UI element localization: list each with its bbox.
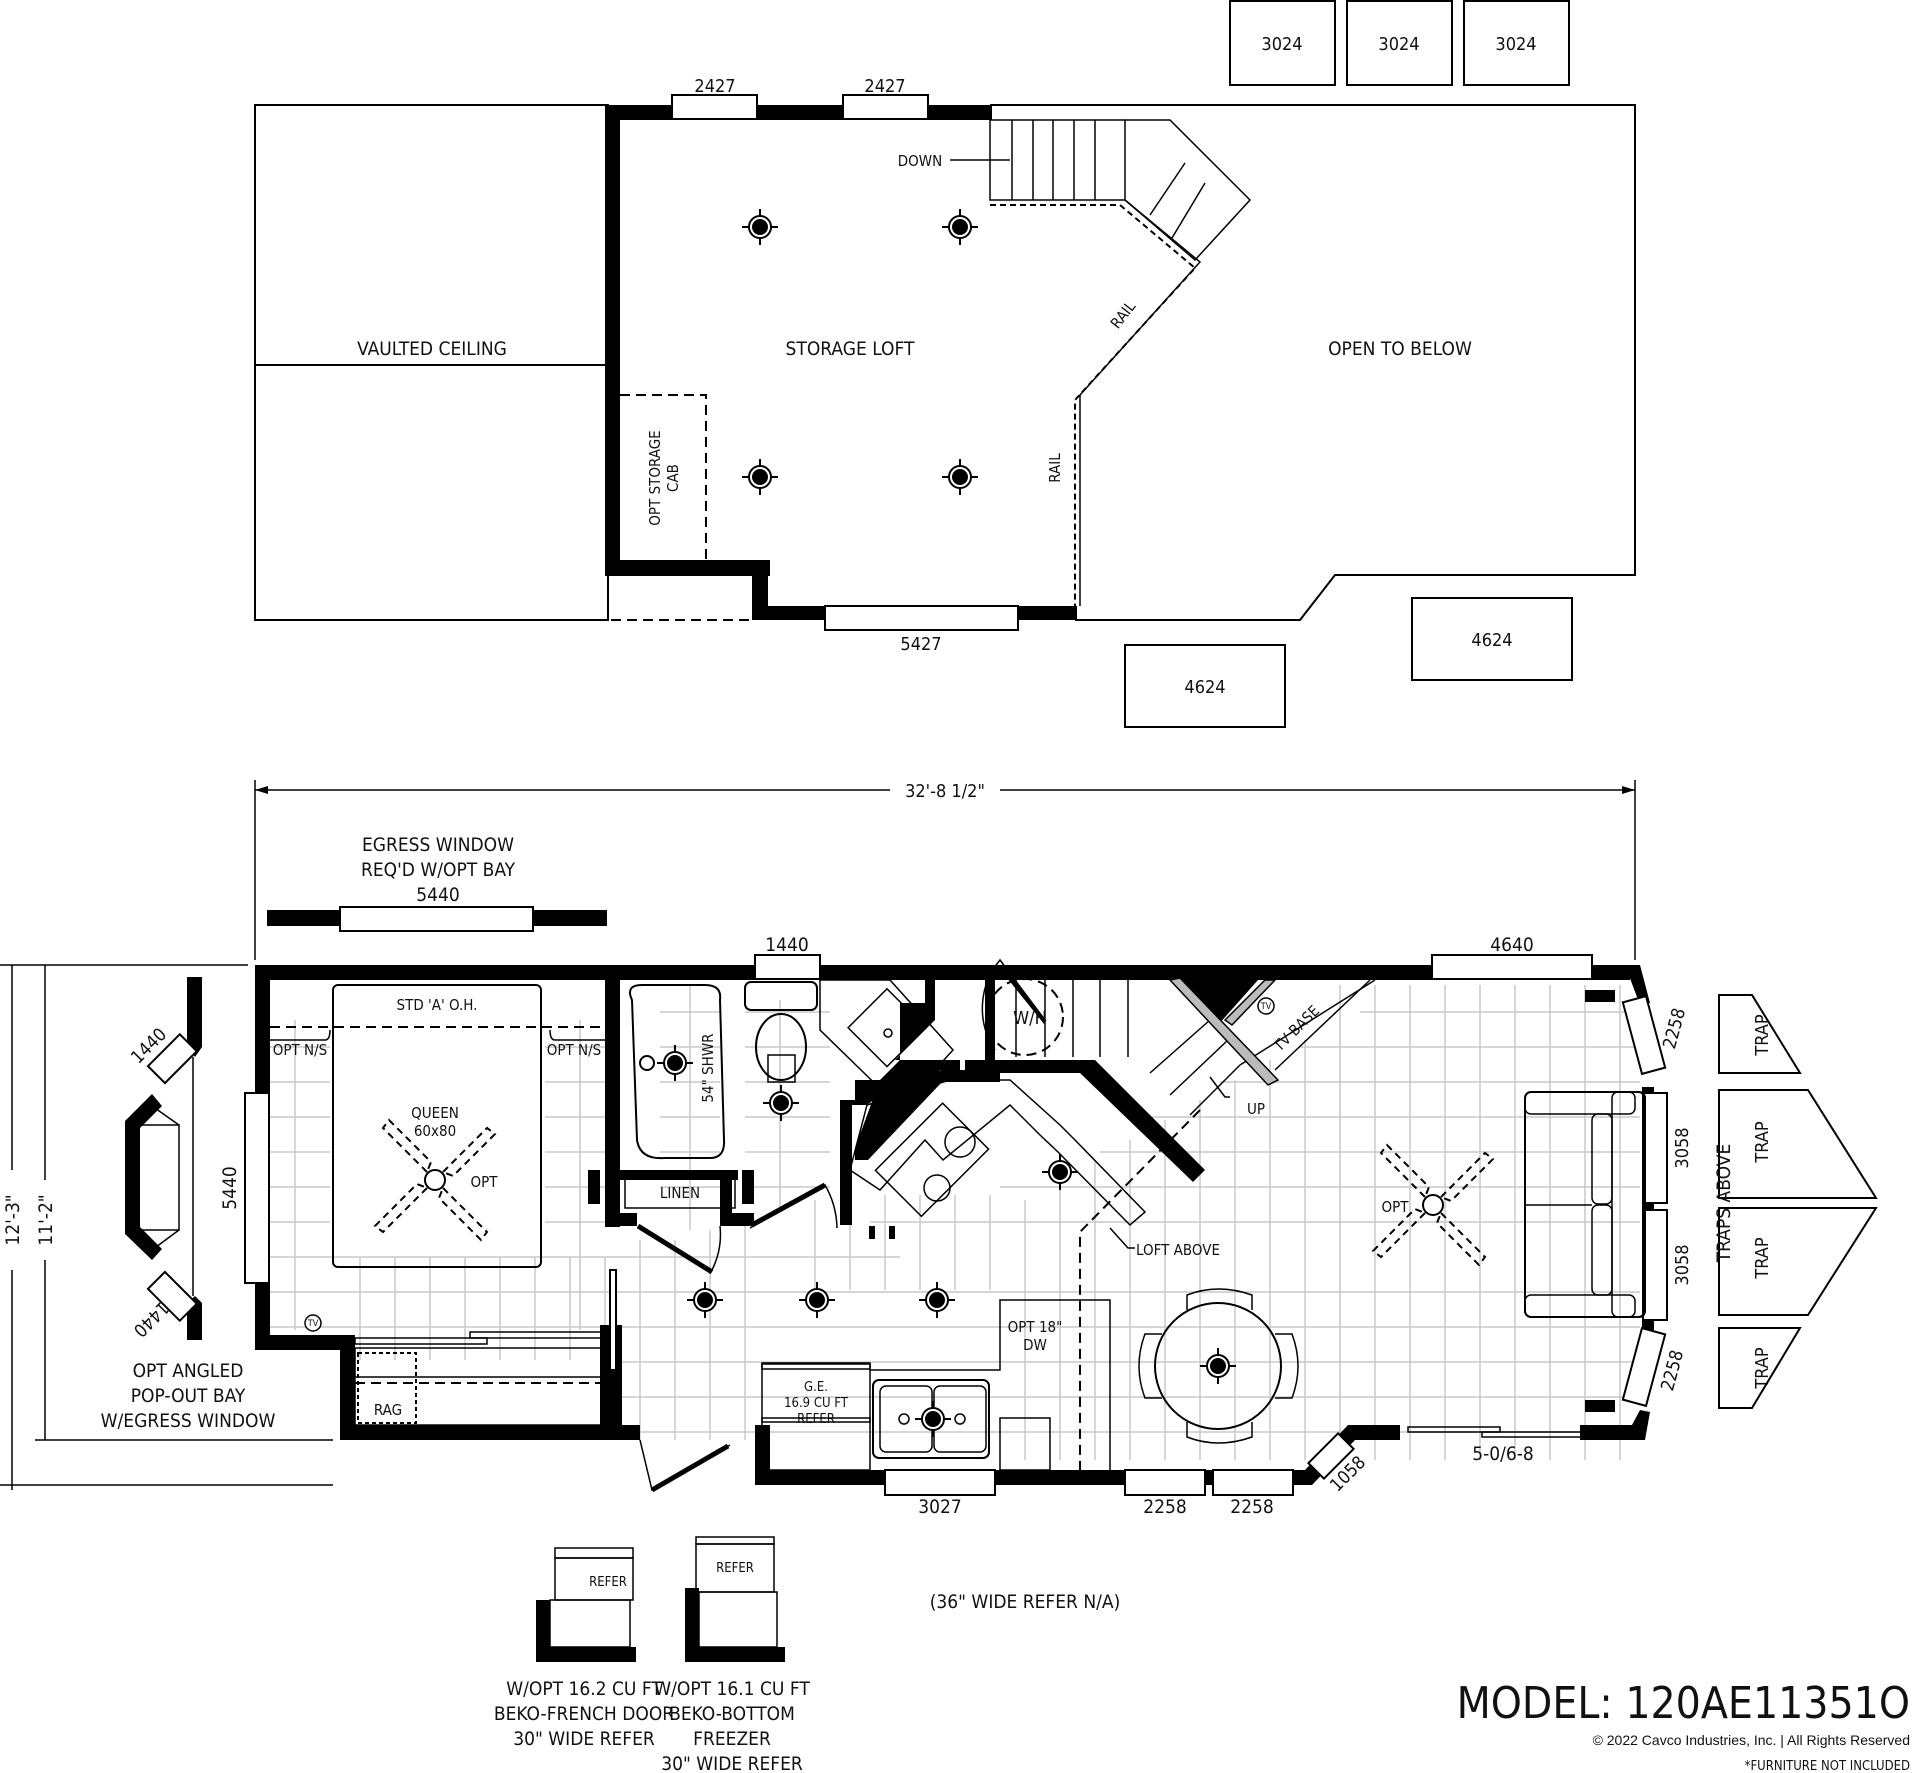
refer-size-label: 16.9 CU FT <box>784 1396 849 1411</box>
copyright-notice: © 2022 Cavco Industries, Inc. | All Righ… <box>1593 1732 1910 1748</box>
dining-window-right-label: 2258 <box>1230 1496 1274 1518</box>
vaulted-ceiling-label: VAULTED CEILING <box>357 338 507 360</box>
overall-width-dimension: 12'-3" <box>2 1194 24 1245</box>
bay-note-line1: OPT ANGLED <box>133 1360 244 1382</box>
storage-loft-label: STORAGE LOFT <box>786 338 915 360</box>
overall-length-dimension: 32'-8 1/2" <box>905 781 985 802</box>
refer-option-2-line1: W/OPT 16.1 CU FT <box>654 1678 810 1700</box>
egress-note-line2: REQ'D W/OPT BAY <box>361 859 516 881</box>
opt-storage-cab-label-2: CAB <box>664 464 682 492</box>
egress-note-window: 5440 <box>416 884 460 906</box>
open-to-below-label: OPEN TO BELOW <box>1328 338 1472 360</box>
living-room: OPT <box>1372 1091 1646 1318</box>
refer-option-box-label: REFER <box>589 1575 627 1590</box>
bay-note-line2: POP-OUT BAY <box>131 1385 246 1407</box>
down-label: DOWN <box>898 152 942 170</box>
refer-option-bottom-freezer: REFER W/OPT 16.1 CU FT BEKO-BOTTOM FREEZ… <box>654 1536 810 1773</box>
loft-window-2427-left: 2427 <box>694 76 735 97</box>
queen-bed-label: QUEEN <box>411 1104 459 1122</box>
tv-outlet-label: TV <box>307 1319 319 1329</box>
refer-option-french-door: REFER W/OPT 16.2 CU FT BEKO-FRENCH DOOR … <box>494 1547 674 1750</box>
trap-label: TRAP <box>1752 1237 1773 1279</box>
trap-label: TRAP <box>1752 1014 1773 1056</box>
refer-option-box-label: REFER <box>716 1561 754 1576</box>
loft-plan: 2427 2427 5427 DOWN RAIL RAIL VAULTED CE… <box>254 76 1636 728</box>
living-fan-opt-label: OPT <box>1382 1198 1410 1216</box>
opt-dishwasher-label-2: DW <box>1023 1336 1047 1354</box>
tv-base-outlet-label: TV <box>1260 1002 1272 1012</box>
furniture-note: *FURNITURE NOT INCLUDED <box>1745 1759 1910 1773</box>
opt-angled-bay: 1440 1440 OPT ANGLED POP-OUT BAY W/EGRES… <box>101 977 276 1432</box>
model-number: MODEL: 120AE11351O <box>1457 1678 1910 1729</box>
interior-width-dimension: 11'-2" <box>35 1194 57 1245</box>
std-a-overhead-label: STD 'A' O.H. <box>397 996 478 1014</box>
refer-option-1-line3: 30" WIDE REFER <box>513 1728 655 1750</box>
water-heater-label: W/H <box>1013 1008 1047 1029</box>
bathroom: 54" SHWR LINEN <box>624 979 955 1209</box>
window-callout-3024: 3024 <box>1378 34 1419 55</box>
bay-window-2258-bottom: 2258 <box>1657 1348 1688 1393</box>
trap-label: TRAP <box>1752 1121 1773 1163</box>
stairs-down: DOWN <box>898 119 1252 606</box>
up-label: UP <box>1247 1100 1265 1118</box>
bay-window-2258-top: 2258 <box>1659 1006 1690 1051</box>
living-window-label: 4640 <box>1490 934 1534 956</box>
window-callout-4624-left: 4624 <box>1184 677 1225 698</box>
floor-tile-grid <box>270 985 1640 1460</box>
opt-nightstand-right-label: OPT N/S <box>547 1041 602 1059</box>
kitchen-window-label: 3027 <box>918 1496 962 1518</box>
kitchen: G.E. 16.9 CU FT REFER OPT 18" DW <box>761 1079 1147 1471</box>
opt-dishwasher-label: OPT 18" <box>1008 1318 1063 1336</box>
refer-label: REFER <box>797 1412 835 1427</box>
loft-window-5427: 5427 <box>900 634 941 655</box>
bedroom-fan-opt-label: OPT <box>471 1173 499 1191</box>
loft-window-callouts-top: 3024 3024 3024 <box>1229 0 1570 86</box>
bay-window-3058-upper: 3058 <box>1672 1127 1693 1168</box>
bay-window-3058-lower: 3058 <box>1672 1244 1693 1285</box>
queen-bed-size-label: 60x80 <box>414 1122 456 1140</box>
linen-label: LINEN <box>660 1184 700 1202</box>
window-callout-4624-right: 4624 <box>1471 630 1512 651</box>
loft-above-label: LOFT ABOVE <box>1136 1241 1220 1259</box>
egress-note-line1: EGRESS WINDOW <box>362 834 514 856</box>
tv-outlet-icon <box>304 1314 322 1332</box>
refer-option-1-line1: W/OPT 16.2 CU FT <box>506 1678 662 1700</box>
refer-brand-label: G.E. <box>804 1380 828 1395</box>
bath-window-label: 1440 <box>765 934 809 956</box>
dining-window-left-label: 2258 <box>1143 1496 1187 1518</box>
traps-above-label: TRAPS ABOVE <box>1713 1144 1735 1264</box>
refer-option-2-line2: BEKO-BOTTOM <box>669 1703 795 1725</box>
utility-stairs: W/H TV TV BASE UP LOFT ABOVE <box>986 977 1376 1475</box>
main-floor-plan: 32'-8 1/2" EGRESS WINDOW REQ'D W/OPT BAY… <box>0 778 1878 1518</box>
traps-above: TRAP TRAP TRAP TRAP TRAPS ABOVE <box>1713 994 1878 1409</box>
rag-label: RAG <box>374 1401 402 1419</box>
dining-table <box>1138 1288 1299 1444</box>
bedroom-window <box>244 1092 270 1284</box>
opt-nightstand-left-label: OPT N/S <box>273 1041 328 1059</box>
patio-door-label: 5-0/6-8 <box>1472 1443 1534 1465</box>
rail-label-diagonal: RAIL <box>1107 297 1140 332</box>
bedroom: STD 'A' O.H. OPT N/S OPT N/S QUEEN 60x80… <box>270 984 622 1426</box>
bedroom-window-label: 5440 <box>219 1166 241 1210</box>
window-callout-3024: 3024 <box>1261 34 1302 55</box>
bay-note-line3: W/EGRESS WINDOW <box>101 1410 276 1432</box>
window-callout-3024: 3024 <box>1495 34 1536 55</box>
loft-window-2427-right: 2427 <box>864 76 905 97</box>
trap-label: TRAP <box>1752 1347 1773 1389</box>
refer-option-2-line3: FREEZER <box>693 1728 771 1750</box>
shower-label: 54" SHWR <box>699 1033 717 1102</box>
opt-storage-cab-label: OPT STORAGE <box>646 430 664 525</box>
wide-refer-note: (36" WIDE REFER N/A) <box>930 1591 1121 1613</box>
rail-label-vertical: RAIL <box>1046 453 1064 483</box>
refer-option-1-line2: BEKO-FRENCH DOOR <box>494 1703 674 1725</box>
refer-option-2-line4: 30" WIDE REFER <box>661 1753 803 1773</box>
